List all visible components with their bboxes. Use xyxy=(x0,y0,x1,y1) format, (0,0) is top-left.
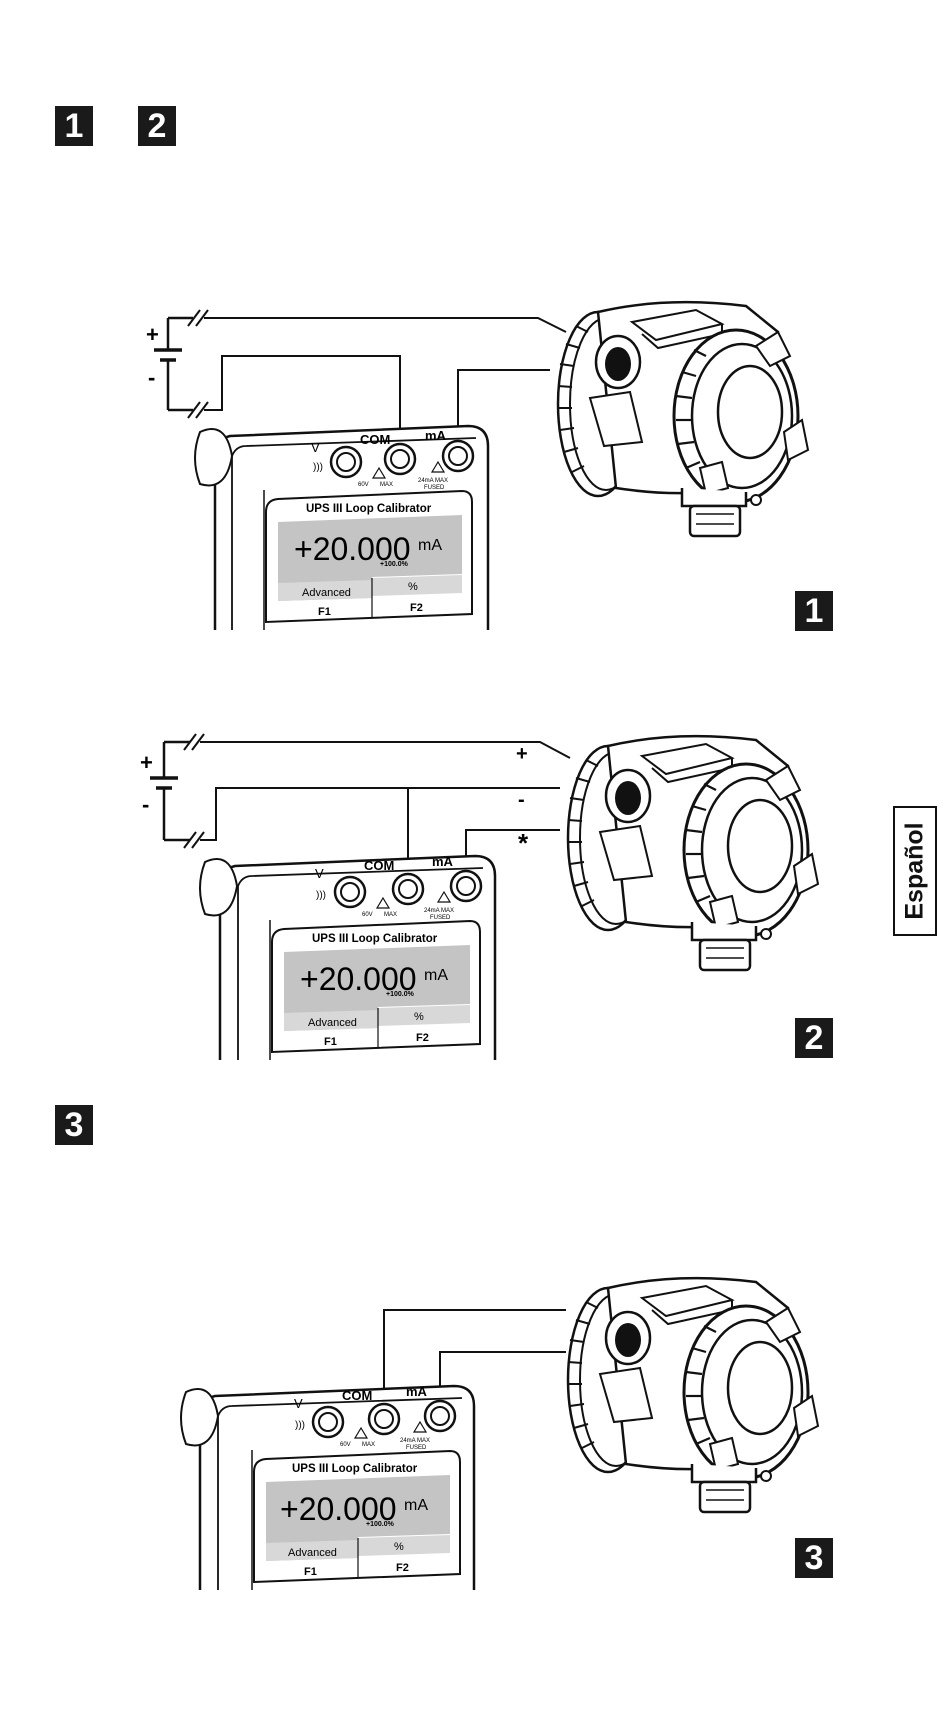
rating-max-2: MAX xyxy=(384,912,397,918)
warning-icon xyxy=(353,1426,369,1439)
softkey-advanced-3: Advanced xyxy=(288,1547,337,1559)
calibrator-3: V COM mA 60V MAX 24mA MAX FUSED ))) UPS … xyxy=(180,1384,476,1590)
reading-percent-2: +100.0% xyxy=(386,991,415,998)
jack-label-ma-3: mA xyxy=(406,1384,428,1399)
step-marker-1: 1 xyxy=(55,106,93,146)
rating-ma-2: 24mA MAX xyxy=(424,908,454,914)
softkey-advanced-1: Advanced xyxy=(302,587,351,599)
rating-ma-3: 24mA MAX xyxy=(400,1438,430,1444)
rating-com-3: 60V xyxy=(340,1442,351,1448)
step-marker-3: 3 xyxy=(55,1105,93,1145)
model-label-1: UPS III Loop Calibrator xyxy=(306,503,432,515)
warning-icon xyxy=(430,460,446,473)
rating-fused-1: FUSED xyxy=(424,485,445,491)
sound-icon: ))) xyxy=(313,462,323,473)
rating-max-1: MAX xyxy=(380,482,393,488)
jack-label-com-1: COM xyxy=(360,432,390,447)
softkey-advanced-2: Advanced xyxy=(308,1017,357,1029)
calibrator-2: V COM mA 60V MAX 24mA MAX FUSED ))) UPS … xyxy=(199,854,497,1060)
fkey-f2-1: F2 xyxy=(410,602,423,614)
fkey-f2-3: F2 xyxy=(396,1562,409,1574)
reading-percent-3: +100.0% xyxy=(366,1521,395,1528)
rating-max-3: MAX xyxy=(362,1442,375,1448)
diagram-marker-1: 1 xyxy=(795,591,833,631)
language-tab: Español xyxy=(893,806,937,936)
jack-label-ma-1: mA xyxy=(425,428,447,443)
sound-icon: ))) xyxy=(316,890,326,901)
diagram-marker-2: 2 xyxy=(795,1018,833,1058)
diagram-3: V COM mA 60V MAX 24mA MAX FUSED ))) UPS … xyxy=(180,1276,820,1590)
diagram-2: + - + - * V COM mA 60V MAX xyxy=(140,733,820,1060)
model-label-3: UPS III Loop Calibrator xyxy=(292,1463,418,1475)
reading-value-3: +20.000 xyxy=(280,1491,397,1527)
terminal-star: * xyxy=(518,828,529,858)
reading-unit-2: mA xyxy=(424,967,448,984)
sound-icon: ))) xyxy=(295,1420,305,1431)
reading-value-2: +20.000 xyxy=(300,961,417,997)
battery-symbol-2 xyxy=(150,740,190,842)
reading-unit-3: mA xyxy=(404,1497,428,1514)
softkey-percent-1: % xyxy=(408,581,418,593)
jack-label-v-2: V xyxy=(315,866,324,881)
softkey-percent-2: % xyxy=(414,1011,424,1023)
model-label-2: UPS III Loop Calibrator xyxy=(312,933,438,945)
fkey-f1-1: F1 xyxy=(318,606,331,618)
jack-label-v-1: V xyxy=(311,440,320,455)
reading-value-1: +20.000 xyxy=(294,531,411,567)
warning-icon xyxy=(412,1420,428,1433)
battery-plus-2: + xyxy=(140,750,153,775)
rating-fused-2: FUSED xyxy=(430,915,451,921)
jack-label-v-3: V xyxy=(294,1396,303,1411)
terminal-plus: + xyxy=(516,743,528,765)
rating-ma-1: 24mA MAX xyxy=(418,478,448,484)
fkey-f1-2: F1 xyxy=(324,1036,337,1048)
rating-com-1: 60V xyxy=(358,482,369,488)
fkey-f2-2: F2 xyxy=(416,1032,429,1044)
battery-minus-2: - xyxy=(142,792,149,817)
diagram-1: + - V COM mA 60V MAX xyxy=(146,300,810,630)
calibrator-1: V COM mA 60V MAX 24mA MAX FUSED ))) UPS … xyxy=(194,424,490,630)
battery-minus-1: - xyxy=(148,365,155,390)
fkey-f1-3: F1 xyxy=(304,1566,317,1578)
jack-label-com-3: COM xyxy=(342,1388,372,1403)
warning-icon xyxy=(375,896,391,909)
jack-label-com-2: COM xyxy=(364,858,394,873)
jack-label-ma-2: mA xyxy=(432,854,454,869)
terminal-minus: - xyxy=(518,789,525,811)
step-marker-2: 2 xyxy=(138,106,176,146)
rating-com-2: 60V xyxy=(362,912,373,918)
battery-plus-1: + xyxy=(146,322,159,347)
reading-percent-1: +100.0% xyxy=(380,561,409,568)
reading-unit-1: mA xyxy=(418,537,442,554)
softkey-percent-3: % xyxy=(394,1541,404,1553)
diagram-marker-3: 3 xyxy=(795,1538,833,1578)
battery-symbol-1 xyxy=(154,316,193,412)
warning-icon xyxy=(371,466,387,479)
rating-fused-3: FUSED xyxy=(406,1445,427,1451)
warning-icon xyxy=(436,890,452,903)
